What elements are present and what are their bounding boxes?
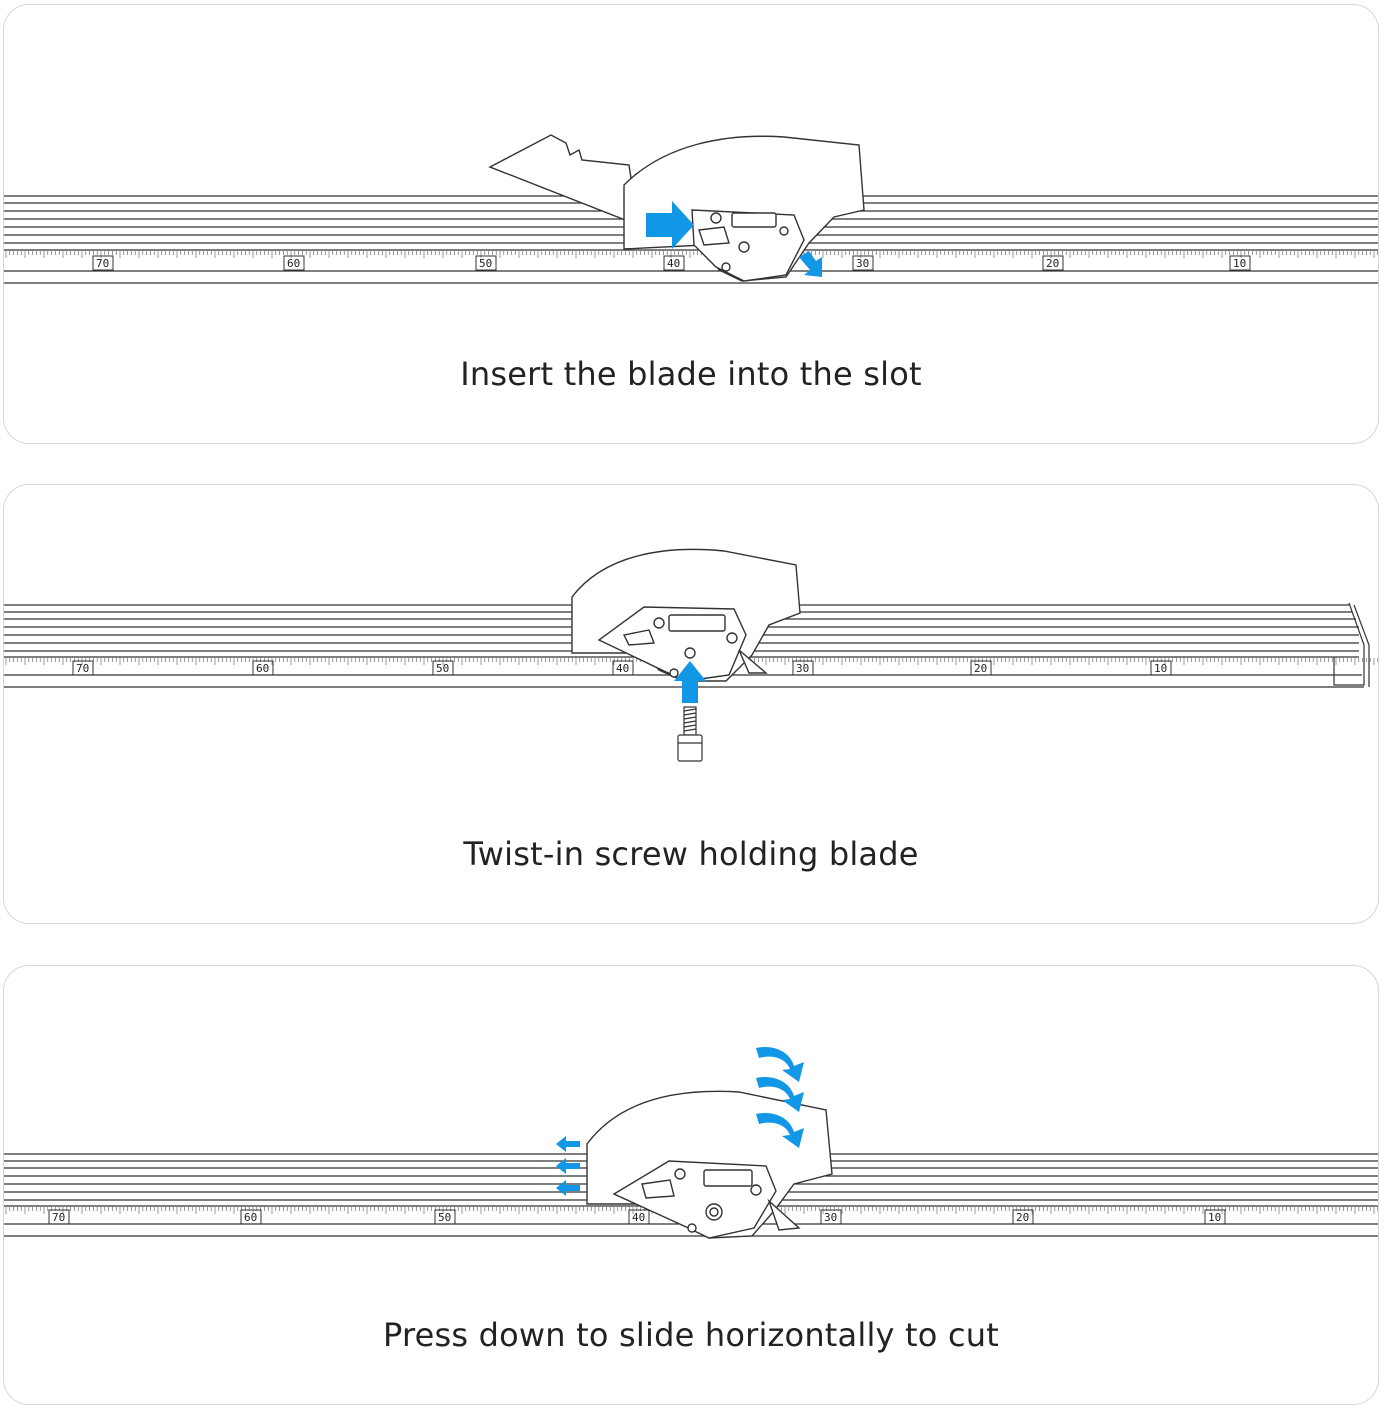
step-panel-insert-blade: 70 60 50 40 30 20 10 bbox=[3, 4, 1379, 444]
scale-label-50: 50 bbox=[436, 662, 449, 675]
scale-label-50: 50 bbox=[479, 257, 492, 270]
ruler-scale-labels: 70 60 50 40 30 20 10 bbox=[96, 257, 1246, 270]
scale-label-boxes bbox=[92, 255, 1251, 271]
twist-screw-illustration: 70 60 50 40 30 20 10 bbox=[4, 548, 1378, 762]
scale-label-40: 40 bbox=[616, 662, 629, 675]
arrow-right-icon bbox=[646, 201, 694, 249]
ruler-scale-labels: 70 60 50 40 30 20 10 bbox=[52, 1211, 1221, 1224]
step-caption: Twist-in screw holding blade bbox=[463, 835, 919, 873]
scale-label-20: 20 bbox=[1046, 257, 1059, 270]
scale-label-30: 30 bbox=[796, 662, 809, 675]
step-caption: Press down to slide horizontally to cut bbox=[383, 1316, 999, 1354]
scale-label-40: 40 bbox=[632, 1211, 645, 1224]
arrow-left-icon bbox=[556, 1136, 580, 1196]
scale-label-60: 60 bbox=[287, 257, 300, 270]
scale-label-60: 60 bbox=[256, 662, 269, 675]
scale-label-50: 50 bbox=[438, 1211, 451, 1224]
step-panel-twist-screw: 70 60 50 40 30 20 10 bbox=[3, 484, 1379, 924]
press-slide-illustration: 70 60 50 40 30 20 10 bbox=[4, 1046, 1378, 1239]
curved-arrow-down-icon bbox=[756, 1046, 804, 1148]
step-panel-press-slide: 70 60 50 40 30 20 10 bbox=[3, 965, 1379, 1405]
cutter-head-icon bbox=[586, 1090, 833, 1239]
ruler-ticks bbox=[5, 1207, 1378, 1214]
scale-label-60: 60 bbox=[244, 1211, 257, 1224]
ruler-ticks bbox=[5, 251, 1378, 258]
arrow-up-icon bbox=[674, 661, 706, 703]
cutter-head-icon bbox=[571, 548, 801, 682]
scale-label-40: 40 bbox=[667, 257, 680, 270]
scale-label-10: 10 bbox=[1233, 257, 1246, 270]
scale-label-70: 70 bbox=[96, 257, 109, 270]
scale-label-boxes bbox=[72, 660, 1172, 676]
scale-label-20: 20 bbox=[1016, 1211, 1029, 1224]
scale-label-30: 30 bbox=[856, 257, 869, 270]
arrow-down-right-icon bbox=[799, 251, 822, 277]
scale-label-70: 70 bbox=[76, 662, 89, 675]
scale-label-30: 30 bbox=[824, 1211, 837, 1224]
ruler-scale-labels: 70 60 50 40 30 20 10 bbox=[76, 662, 1167, 675]
scale-label-10: 10 bbox=[1208, 1211, 1221, 1224]
scale-label-10: 10 bbox=[1154, 662, 1167, 675]
scale-label-boxes bbox=[48, 1209, 1226, 1225]
scale-label-20: 20 bbox=[974, 662, 987, 675]
cutter-head-icon bbox=[623, 135, 865, 282]
step-caption: Insert the blade into the slot bbox=[460, 355, 922, 393]
screw-icon bbox=[677, 706, 703, 762]
scale-label-70: 70 bbox=[52, 1211, 65, 1224]
insert-blade-illustration: 70 60 50 40 30 20 10 bbox=[4, 134, 1378, 284]
